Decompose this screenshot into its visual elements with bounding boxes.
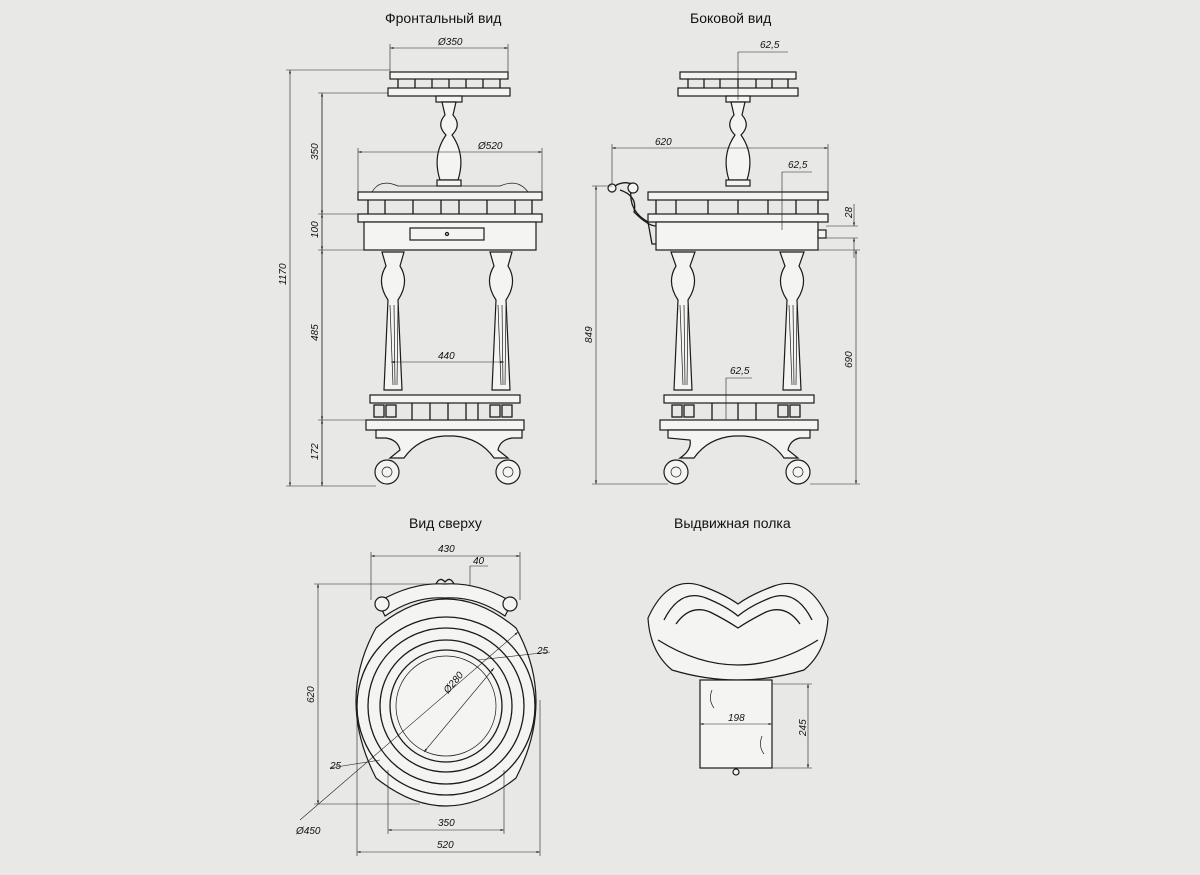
dim-top-r25a: 25 xyxy=(536,646,549,657)
side-dimensions xyxy=(592,51,860,485)
dim-top-w40: 40 xyxy=(473,556,485,567)
dim-top-d450: Ø450 xyxy=(295,826,321,837)
drawer-dimensions xyxy=(700,683,812,769)
top-dimensions xyxy=(299,552,551,856)
dim-h1170: 1170 xyxy=(278,263,289,285)
dim-top-w350: 350 xyxy=(438,818,455,829)
dim-h172: 172 xyxy=(310,443,321,460)
dim-top-w430: 430 xyxy=(438,544,455,555)
top-view-title: Вид сверху xyxy=(409,515,482,531)
dim-side-h849: 849 xyxy=(584,326,595,343)
front-view xyxy=(357,71,543,485)
dim-d350: Ø350 xyxy=(437,37,463,48)
side-view-title: Боковой вид xyxy=(690,10,772,26)
dim-top-w520: 520 xyxy=(437,840,454,851)
dim-side-h28: 28 xyxy=(844,206,855,219)
dim-top-r25b: 25 xyxy=(329,761,342,772)
drawer-view xyxy=(647,582,829,776)
drawer-view-title: Выдвижная полка xyxy=(674,515,791,531)
dim-drawer-h245: 245 xyxy=(798,719,809,737)
dim-w440: 440 xyxy=(438,351,455,362)
dim-h485: 485 xyxy=(310,324,321,341)
front-dimensions xyxy=(286,44,543,487)
dim-d520: Ø520 xyxy=(477,141,503,152)
dim-h350: 350 xyxy=(310,143,321,160)
dim-top-h620: 620 xyxy=(306,686,317,703)
dim-drawer-w198: 198 xyxy=(728,713,745,724)
dim-side-t62a: 62,5 xyxy=(760,40,780,51)
front-view-title: Фронтальный вид xyxy=(385,10,502,26)
dim-side-h690: 690 xyxy=(844,351,855,368)
dim-h100: 100 xyxy=(310,221,321,238)
side-view xyxy=(607,71,829,485)
dim-side-t62b: 62,5 xyxy=(788,160,808,171)
dim-side-w620: 620 xyxy=(655,137,672,148)
dim-side-t62c: 62,5 xyxy=(730,366,750,377)
